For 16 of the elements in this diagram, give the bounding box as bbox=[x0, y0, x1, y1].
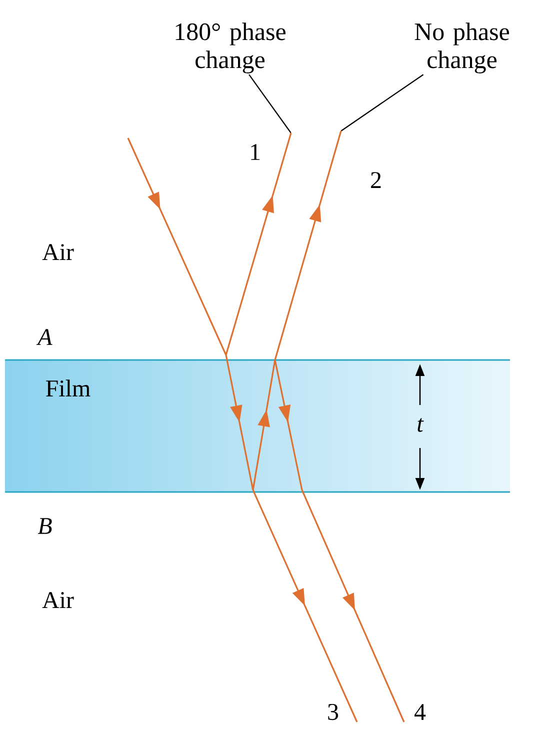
callout-text: No phase change bbox=[414, 22, 509, 74]
medium-label: Film bbox=[46, 380, 90, 396]
light-ray bbox=[225, 132, 292, 356]
medium-label: Air bbox=[42, 244, 74, 260]
callout-text: 180° phase change bbox=[176, 22, 286, 74]
light-ray bbox=[274, 130, 342, 360]
ray-number: 1 bbox=[251, 144, 260, 160]
medium-label: Air bbox=[42, 592, 74, 608]
ray-number: 2 bbox=[371, 172, 381, 188]
interface-label: A bbox=[36, 329, 52, 345]
interface-label: B bbox=[38, 518, 52, 534]
ray-number: 4 bbox=[414, 704, 426, 720]
thickness-label: t bbox=[418, 418, 424, 432]
ray-number: 3 bbox=[328, 704, 338, 720]
leader-line bbox=[340, 74, 424, 132]
leader-line bbox=[248, 74, 292, 134]
